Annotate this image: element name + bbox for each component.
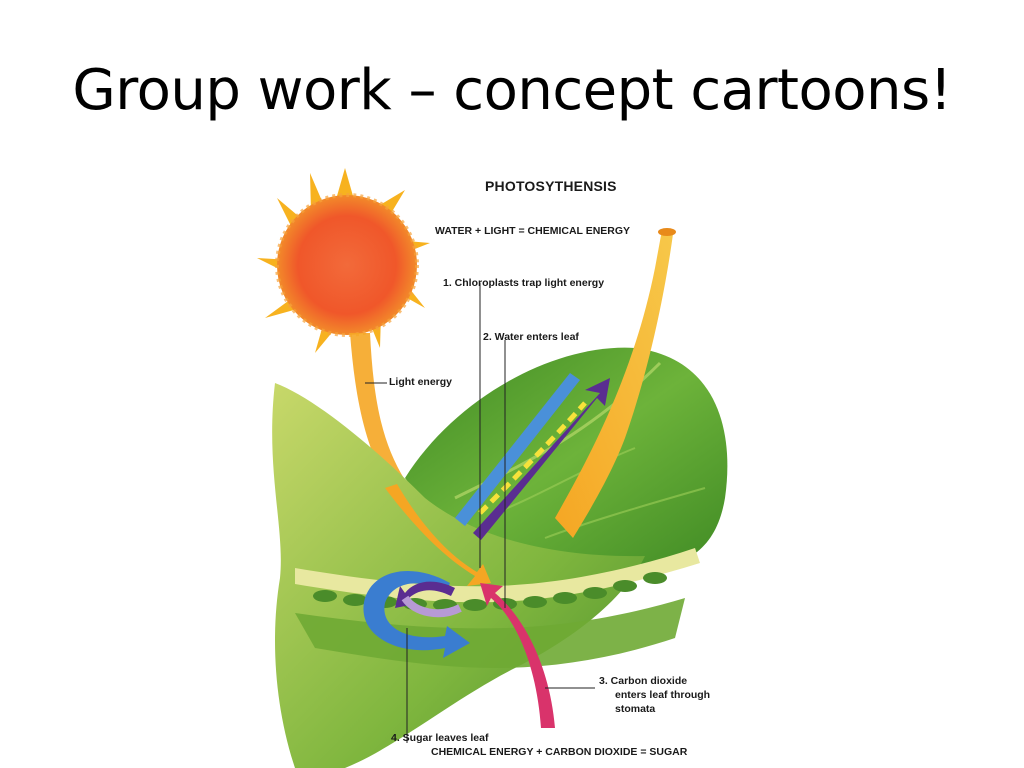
label-step-3-line-3: stomata [615, 703, 656, 715]
label-step-4: 4. Sugar leaves leaf [391, 732, 489, 744]
equation-top: WATER + LIGHT = CHEMICAL ENERGY [435, 225, 631, 237]
label-step-1: 1. Chloroplasts trap light energy [443, 277, 605, 289]
label-step-2: 2. Water enters leaf [483, 331, 579, 343]
label-light-energy: Light energy [389, 376, 453, 388]
photosynthesis-illustration [257, 168, 728, 768]
diagram-title: PHOTOSYTHENSIS [485, 178, 617, 194]
sun-icon [257, 168, 430, 353]
label-step-3-line-1: 3. Carbon dioxide [599, 675, 688, 687]
label-step-3-line-2: enters leaf through [615, 689, 711, 701]
equation-bottom: CHEMICAL ENERGY + CARBON DIOXIDE = SUGAR [431, 746, 688, 758]
slide-title: Group work – concept cartoons! [72, 58, 952, 123]
photosynthesis-diagram: PHOTOSYTHENSIS WATER + LIGHT = CHEMICAL … [255, 168, 735, 768]
